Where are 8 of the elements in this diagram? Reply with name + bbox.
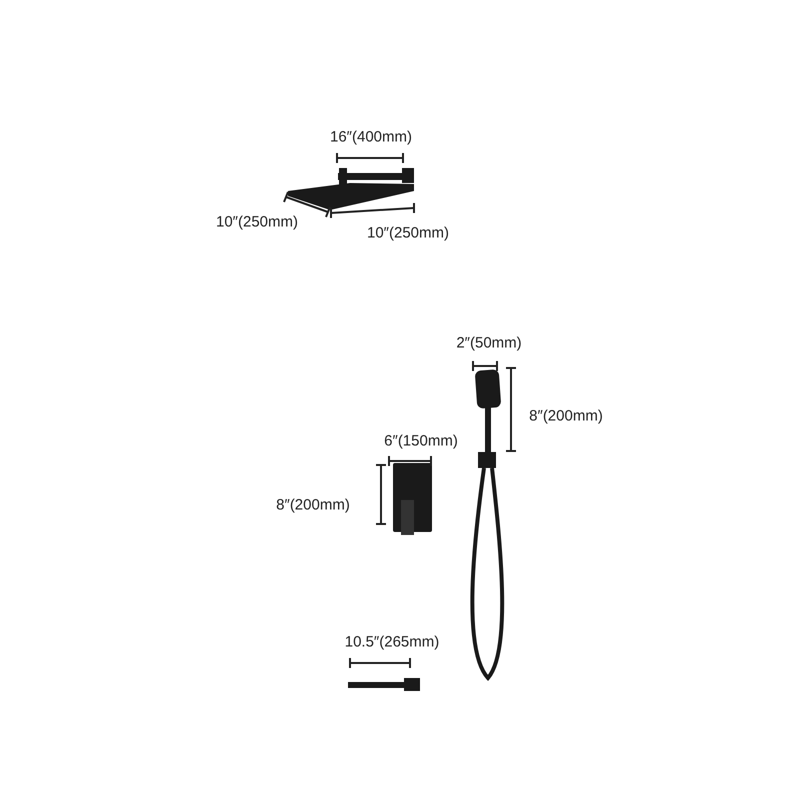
dimension-label: 6″(150mm) [384, 432, 458, 450]
dimension-label: 10″(250mm) [216, 214, 298, 230]
dimension-label: 2″(50mm) [456, 334, 522, 352]
dimension-label: 10″(250mm) [367, 224, 449, 242]
dimension-label: 8″(200mm) [276, 496, 350, 514]
dimension-label: 16″(400mm) [330, 128, 412, 146]
dimension-label: 8″(200mm) [529, 408, 603, 424]
dimension-label: 10.5″(265mm) [344, 634, 440, 650]
